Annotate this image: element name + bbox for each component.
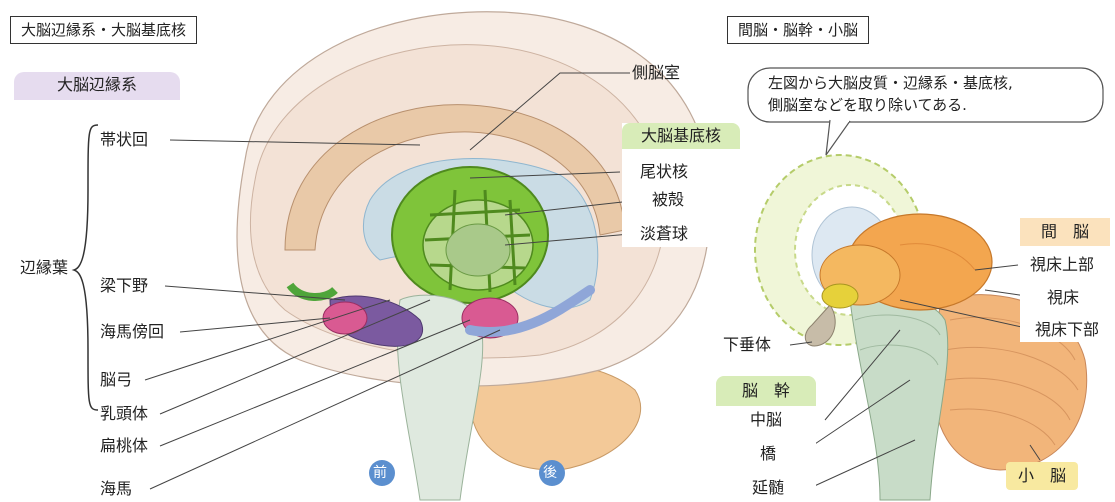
limbic-header: 大脳辺縁系	[14, 72, 180, 98]
medulla-label: 延髄	[752, 478, 784, 498]
fornix-label: 脳弓	[100, 370, 132, 390]
cingulate-gyrus-label: 帯状回	[100, 130, 148, 150]
left-title: 大脳辺縁系・大脳基底核	[10, 16, 197, 44]
hippocampus-label: 海馬	[100, 479, 132, 499]
basal-ganglia-header: 大脳基底核	[622, 123, 740, 149]
lateral-ventricle-label: 側脳室	[632, 63, 680, 83]
pituitary-label: 下垂体	[723, 335, 771, 355]
caudate-nucleus-label: 尾状核	[640, 162, 688, 182]
limbic-lobe-label: 辺縁葉	[20, 258, 68, 278]
midbrain-label: 中脳	[750, 410, 782, 430]
note-line-2: 側脳室などを取り除いてある.	[768, 95, 967, 116]
diencephalon-header: 間 脳	[1020, 218, 1110, 246]
back-marker: 後	[543, 463, 557, 483]
front-marker: 前	[373, 463, 387, 483]
thalamus-label: 視床	[1047, 288, 1079, 308]
epithalamus-label: 視床上部	[1030, 255, 1094, 275]
pons-label: 橋	[760, 444, 776, 464]
limbic-panel: 大脳辺縁系	[14, 72, 180, 100]
amygdala-label: 扁桃体	[100, 436, 148, 456]
globus-pallidus-label: 淡蒼球	[640, 224, 688, 244]
right-title: 間脳・脳幹・小脳	[727, 16, 869, 44]
hypothalamus-label: 視床下部	[1035, 320, 1099, 340]
parahippocampal-gyrus-label: 海馬傍回	[100, 322, 164, 342]
brainstem-header: 脳 幹	[716, 376, 816, 406]
limbic-brace	[74, 125, 98, 410]
note-line-1: 左図から大脳皮質・辺縁系・基底核,	[768, 73, 1013, 94]
putamen-label: 被殻	[652, 190, 684, 210]
cerebellum-label: 小 脳	[1006, 462, 1078, 490]
subcallosal-area-label: 梁下野	[100, 276, 148, 296]
left-brain-illustration	[237, 12, 711, 500]
mammillary-body-label: 乳頭体	[100, 404, 148, 424]
